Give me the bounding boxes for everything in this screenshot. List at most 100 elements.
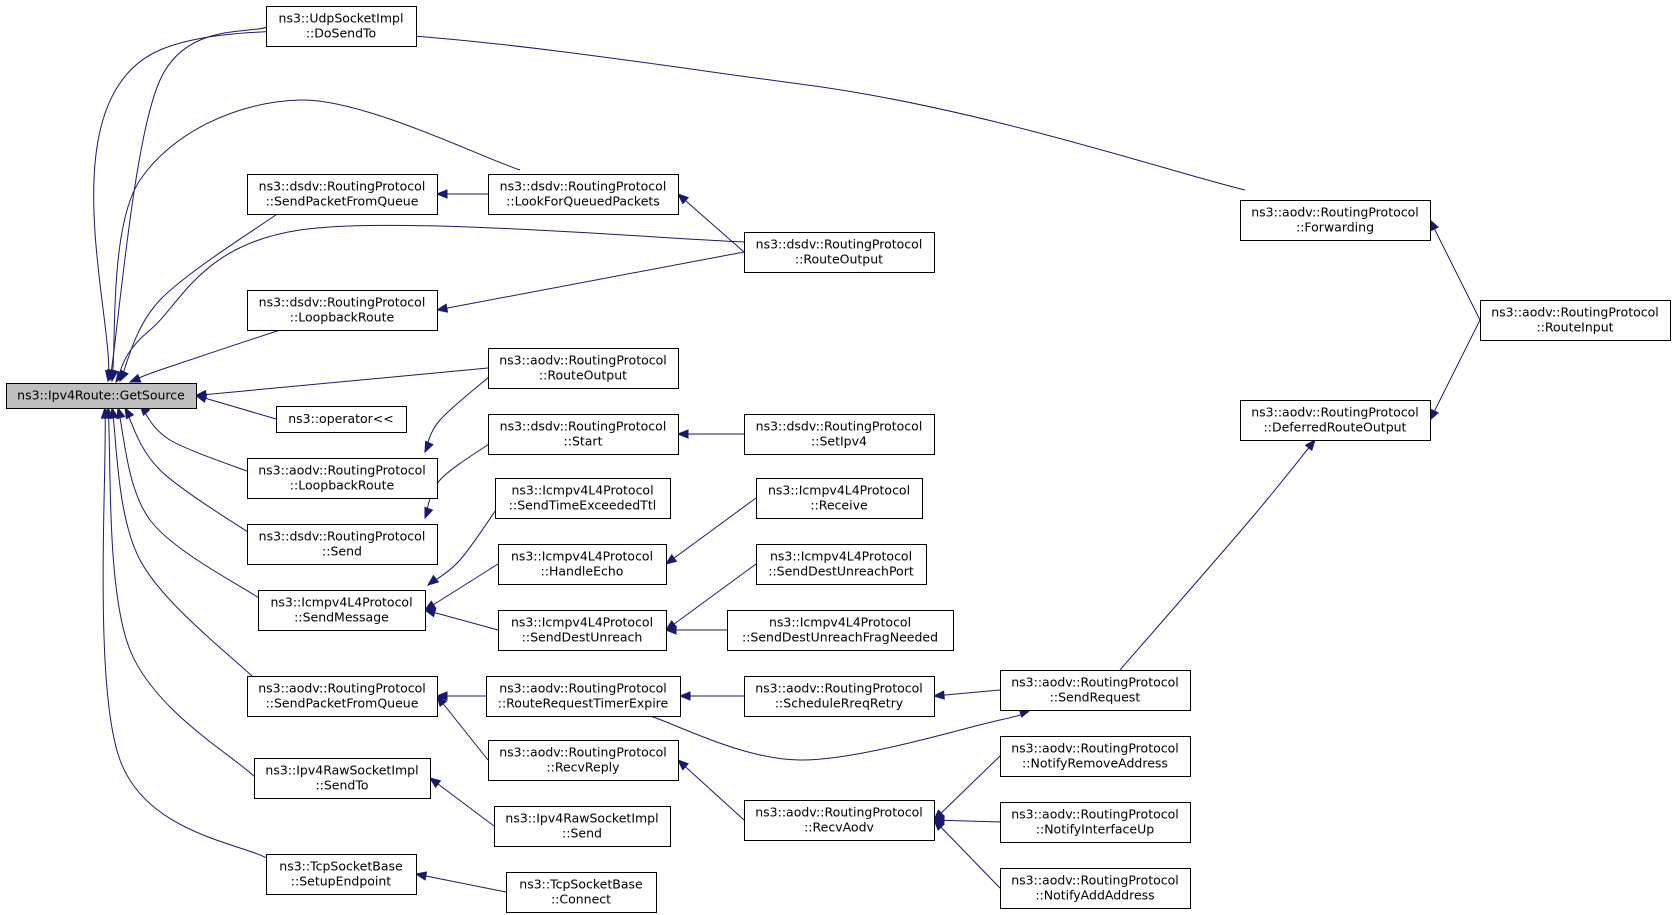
node-label-line: ::SendTimeExceededTtl (509, 498, 656, 513)
edge-arrowhead (435, 189, 448, 199)
node-label-line: ::SendDestUnreachFragNeeded (742, 630, 938, 645)
node-label-line: ns3::TcpSocketBase (519, 877, 643, 892)
function-node[interactable]: ns3::operator<< (276, 406, 407, 433)
node-label-line: ::HandleEcho (541, 564, 624, 579)
node-label-line: ns3::Ipv4RawSocketImpl (505, 811, 658, 826)
node-label-line: ::NotifyAddAddress (1035, 888, 1154, 903)
edge-arrowhead (1429, 408, 1439, 422)
function-node[interactable]: ns3::Icmpv4L4Protocol::SendMessage (258, 590, 426, 631)
call-edge (195, 367, 489, 396)
node-label-line: ::LoopbackRoute (290, 310, 395, 325)
node-label-line: ns3::dsdv::RoutingProtocol (259, 179, 426, 194)
node-box (756, 478, 923, 519)
edge-arrowhead (428, 777, 442, 789)
edge-arrowhead (424, 506, 434, 520)
node-box (488, 740, 679, 781)
function-node[interactable]: ns3::aodv::RoutingProtocol::NotifyAddAdd… (1000, 868, 1191, 909)
node-label-line: ns3::Icmpv4L4Protocol (511, 549, 653, 564)
node-label-line: ::Receive (810, 498, 868, 513)
node-label-line: ::Start (564, 434, 603, 449)
function-node[interactable]: ns3::TcpSocketBase::SetupEndpoint (266, 854, 417, 895)
node-label-line: ::RouteOutput (539, 368, 627, 383)
call-edge (424, 371, 496, 453)
function-node[interactable]: ns3::Icmpv4L4Protocol::HandleEcho (498, 544, 667, 585)
node-box (486, 676, 681, 717)
function-node[interactable]: ns3::aodv::RoutingProtocol::NotifyRemove… (1000, 736, 1191, 777)
node-box (727, 610, 954, 651)
function-node[interactable]: ns3::Ipv4RawSocketImpl::SendTo (254, 758, 431, 799)
call-edge (115, 224, 749, 383)
function-node[interactable]: ns3::dsdv::RoutingProtocol::LookForQueue… (488, 174, 679, 215)
function-node[interactable]: ns3::aodv::RoutingProtocol::RecvAodv (744, 800, 935, 841)
node-box (488, 174, 679, 215)
node-box (1240, 400, 1431, 441)
function-node[interactable]: ns3::aodv::RoutingProtocol::LoopbackRout… (247, 458, 438, 499)
function-node[interactable]: ns3::aodv::RoutingProtocol::DeferredRout… (1240, 400, 1431, 441)
node-label-line: ns3::aodv::RoutingProtocol (499, 681, 667, 696)
function-node[interactable]: ns3::TcpSocketBase::Connect (506, 872, 657, 913)
function-node[interactable]: ns3::Icmpv4L4Protocol::SendTimeExceededT… (495, 478, 671, 519)
function-node[interactable]: ns3::aodv::RoutingProtocol::SendPacketFr… (247, 676, 438, 717)
function-node[interactable]: ns3::aodv::RoutingProtocol::RouteRequest… (486, 676, 681, 717)
node-label-line: ns3::aodv::RoutingProtocol (258, 681, 426, 696)
function-node[interactable]: ns3::Icmpv4L4Protocol::SendDestUnreach (498, 610, 667, 651)
function-node[interactable]: ns3::dsdv::RoutingProtocol::Start (488, 414, 679, 455)
call-edge (139, 404, 256, 475)
call-edge (117, 407, 263, 601)
call-edge (424, 563, 499, 611)
function-node[interactable]: ns3::Icmpv4L4Protocol::Receive (756, 478, 923, 519)
node-label-line: ns3::aodv::RoutingProtocol (258, 463, 426, 478)
node-label-line: ns3::Ipv4RawSocketImpl (265, 763, 418, 778)
call-edge (93, 30, 1246, 382)
edge-arrowhead (1429, 218, 1439, 232)
node-box (744, 800, 935, 841)
node-label-line: ns3::aodv::RoutingProtocol (1251, 205, 1419, 220)
node-label-line: ns3::Icmpv4L4Protocol (768, 483, 910, 498)
function-node[interactable]: ns3::dsdv::RoutingProtocol::SendPacketFr… (247, 174, 438, 215)
function-node[interactable]: ns3::dsdv::RoutingProtocol::Send (247, 524, 438, 565)
call-edge (424, 609, 499, 631)
edge-arrowhead (194, 393, 208, 404)
edge-arrowhead (128, 373, 142, 383)
node-label-line: ::Forwarding (1296, 220, 1374, 235)
node-box (488, 348, 679, 389)
function-node[interactable]: ns3::Icmpv4L4Protocol::SendDestUnreachPo… (756, 544, 927, 585)
call-edge (119, 211, 281, 382)
node-box (247, 174, 438, 215)
function-node[interactable]: ns3::aodv::RoutingProtocol::RecvReply (488, 740, 679, 781)
node-label-line: ns3::dsdv::RoutingProtocol (259, 295, 426, 310)
edge-arrowhead (100, 406, 111, 419)
call-edge (415, 873, 507, 893)
edge-arrowhead (108, 369, 119, 383)
function-node[interactable]: ns3::aodv::RoutingProtocol::ScheduleRreq… (744, 676, 935, 717)
node-box (266, 854, 417, 895)
function-node[interactable]: ns3::dsdv::RoutingProtocol::RouteOutput (744, 232, 935, 273)
function-node[interactable]: ns3::Icmpv4L4Protocol::SendDestUnreachFr… (727, 610, 954, 651)
node-box (276, 406, 407, 433)
function-node[interactable]: ns3::Ipv4RawSocketImpl::Send (494, 806, 671, 847)
call-edge (665, 563, 757, 631)
function-node[interactable]: ns3::aodv::RoutingProtocol::RouteInput (1480, 300, 1671, 341)
edge-arrowhead (664, 553, 678, 565)
function-node[interactable]: ns3::aodv::RoutingProtocol::NotifyInterf… (1000, 802, 1191, 843)
node-label-line: ::SendRequest (1050, 690, 1141, 705)
node-box (6, 383, 197, 409)
function-node[interactable]: ns3::dsdv::RoutingProtocol::LoopbackRout… (247, 290, 438, 331)
node-label-line: ns3::dsdv::RoutingProtocol (756, 237, 923, 252)
function-node[interactable]: ns3::UdpSocketImpl::DoSendTo (266, 6, 417, 47)
function-node[interactable]: ns3::aodv::RoutingProtocol::SendRequest (1000, 670, 1191, 711)
node-label-line: ns3::aodv::RoutingProtocol (1491, 305, 1659, 320)
call-edge (933, 689, 1001, 697)
function-node[interactable]: ns3::dsdv::RoutingProtocol::SetIpv4 (744, 414, 935, 455)
node-label-line: ns3::Icmpv4L4Protocol (511, 615, 653, 630)
node-box (756, 544, 927, 585)
node-label-line: ::LoopbackRoute (290, 478, 395, 493)
function-node[interactable]: ns3::aodv::RoutingProtocol::RouteOutput (488, 348, 679, 389)
node-box (258, 590, 426, 631)
edge-arrowhead (426, 574, 440, 586)
node-box (1240, 200, 1431, 241)
node-box (1000, 802, 1191, 843)
call-edge (677, 193, 745, 253)
function-node[interactable]: ns3::aodv::RoutingProtocol::Forwarding (1240, 200, 1431, 241)
call-edge (195, 395, 277, 420)
